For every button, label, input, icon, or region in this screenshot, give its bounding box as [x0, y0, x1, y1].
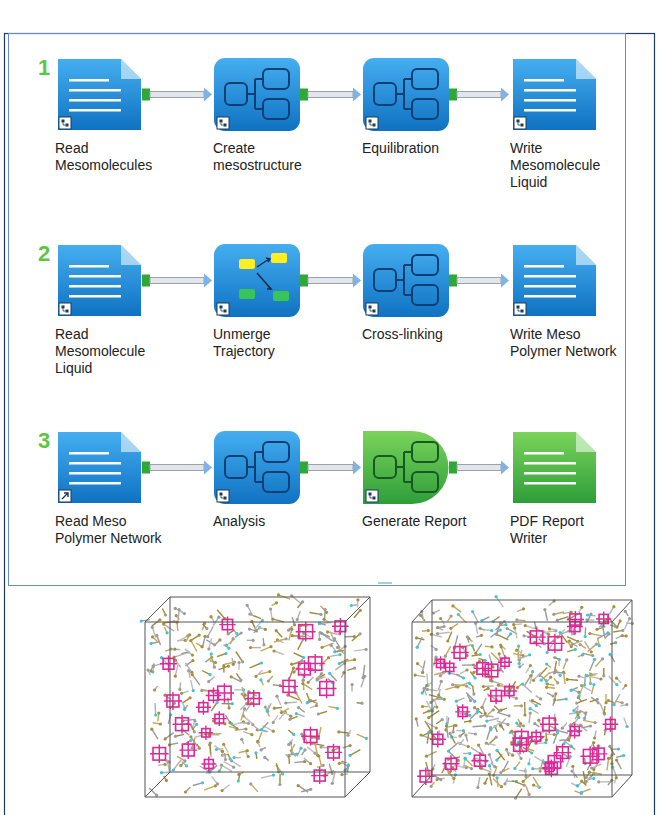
- workflow-node: Read Mesomolecules: [55, 57, 163, 174]
- connector: [449, 274, 509, 288]
- row-number: 3: [38, 428, 50, 454]
- node-label: Cross-linking: [362, 326, 470, 343]
- node-label: Read Mesomolecules: [55, 140, 163, 174]
- workflow-node: Generate Report: [362, 430, 470, 530]
- node-label: Write Mesomolecule Liquid: [510, 140, 618, 191]
- node-label: Create mesostructure: [213, 140, 321, 174]
- connector: [300, 88, 361, 102]
- node-label: PDF Report Writer: [510, 513, 618, 547]
- node-icon: [510, 57, 598, 132]
- node-label: Read Mesomolecule Liquid: [55, 326, 163, 377]
- node-icon: [213, 430, 301, 505]
- node-icon: [55, 243, 143, 318]
- node-icon: [362, 57, 450, 132]
- workflow-node: Write Mesomolecule Liquid: [510, 57, 618, 191]
- workflow-node: Create mesostructure: [213, 57, 321, 174]
- workflow-node: Analysis: [213, 430, 321, 530]
- workflow-node: Write Meso Polymer Network: [510, 243, 618, 360]
- node-icon: [55, 57, 143, 132]
- node-label: Analysis: [213, 513, 321, 530]
- node-icon: [213, 57, 301, 132]
- connector: [142, 88, 212, 102]
- workflow-node: Read Meso Polymer Network: [55, 430, 163, 547]
- node-icon: [55, 430, 143, 505]
- node-icon: [362, 430, 450, 505]
- simulation-box: [412, 595, 634, 800]
- simulation-box: [140, 593, 370, 797]
- workflow-node: PDF Report Writer: [510, 430, 618, 547]
- workflow-node: Read Mesomolecule Liquid: [55, 243, 163, 377]
- workflow-node: Equilibration: [362, 57, 470, 157]
- row-number: 1: [38, 55, 50, 81]
- connector: [449, 88, 509, 102]
- outer-border: [5, 34, 655, 815]
- row-number: 2: [38, 241, 50, 267]
- node-label: Equilibration: [362, 140, 470, 157]
- connector: [300, 461, 361, 475]
- connector: [142, 461, 212, 475]
- inner-border: [9, 34, 626, 586]
- node-icon: [213, 243, 301, 318]
- node-label: Generate Report: [362, 513, 470, 530]
- workflow-node: Unmerge Trajectory: [213, 243, 321, 360]
- tick-mark: [378, 583, 392, 584]
- connector: [449, 461, 509, 475]
- workflow-node: Cross-linking: [362, 243, 470, 343]
- node-icon: [510, 430, 598, 505]
- node-label: Unmerge Trajectory: [213, 326, 321, 360]
- node-icon: [510, 243, 598, 318]
- node-icon: [362, 243, 450, 318]
- node-label: Write Meso Polymer Network: [510, 326, 618, 360]
- connector: [142, 274, 212, 288]
- connector: [300, 274, 361, 288]
- node-label: Read Meso Polymer Network: [55, 513, 163, 547]
